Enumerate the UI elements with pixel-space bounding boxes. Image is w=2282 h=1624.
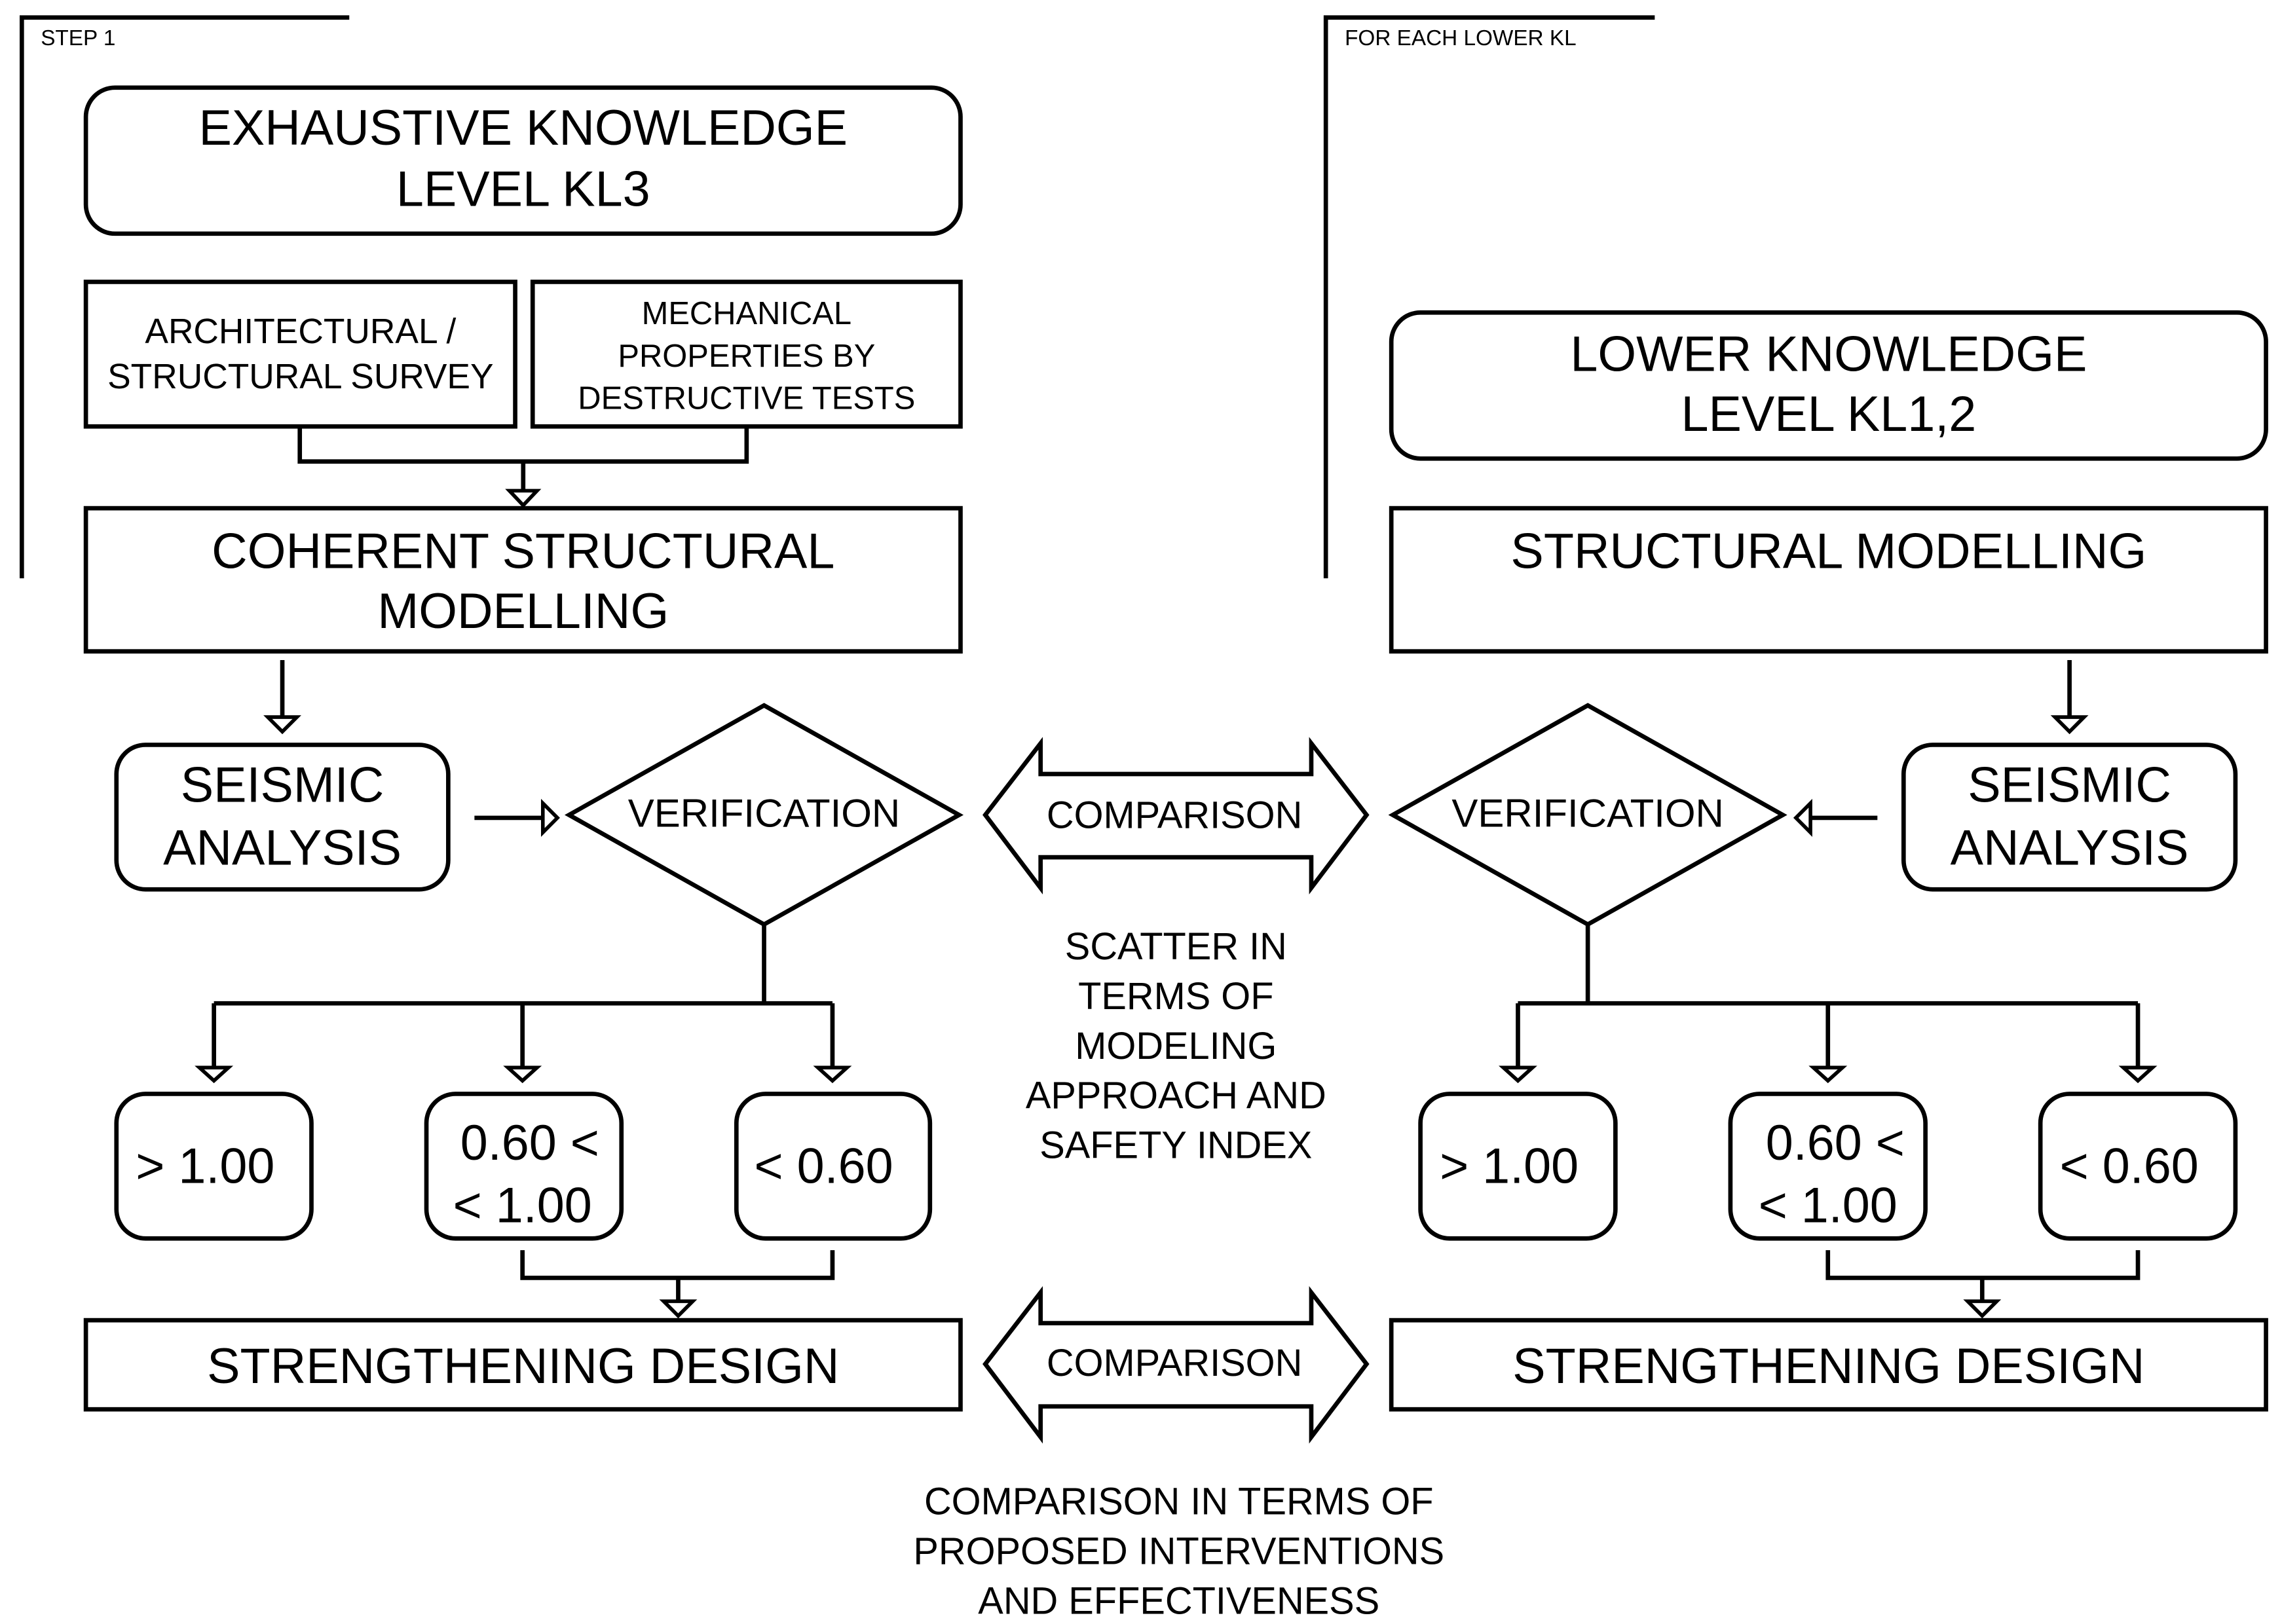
left-modelling-to-analysis-arrowhead <box>263 715 301 735</box>
left-outcomes-to-design-arrowhead <box>659 1299 698 1319</box>
left-outcome-between-line-2: < 1.00 <box>453 1178 592 1234</box>
destructive-tests-box <box>530 280 963 429</box>
left-modelling-line-2: MODELLING <box>377 583 669 639</box>
survey-tests-connector <box>297 426 749 494</box>
comparison-double-arrow-bottom <box>982 1285 1370 1444</box>
right-seismic-analysis-line-1: SEISMIC <box>1968 757 2171 813</box>
left-knowledge-level-line-2: LEVEL KL3 <box>396 161 650 217</box>
scatter-note-line-2: TERMS OF <box>1078 976 1273 1018</box>
left-branch-arrowhead-3 <box>813 1065 852 1084</box>
right-knowledge-level-line-2: LEVEL KL1,2 <box>1681 386 1977 442</box>
right-strengthening-design-label: STRENGTHENING DESIGN <box>1512 1338 2144 1394</box>
right-branch-arrowhead-3 <box>2118 1065 2158 1084</box>
left-section-bracket <box>19 15 350 579</box>
scatter-note-line-5: SAFETY INDEX <box>1039 1124 1312 1166</box>
right-outcome-below <box>2038 1092 2238 1241</box>
left-outcome-above-1-label: > 1.00 <box>136 1138 274 1194</box>
left-branch-arrowhead-1 <box>195 1065 234 1084</box>
scatter-note-line-3: MODELING <box>1075 1025 1277 1067</box>
right-strengthening-design-box <box>1389 1318 2268 1412</box>
right-verification-branches <box>1516 924 2141 1069</box>
right-outcomes-to-design-connector <box>1825 1250 2141 1303</box>
interventions-note-line-2: PROPOSED INTERVENTIONS <box>913 1530 1444 1572</box>
right-section-bracket <box>1323 15 1655 579</box>
right-column: FOR EACH LOWER KL LOWER KNOWLEDGE LEVEL … <box>1323 15 2268 1412</box>
left-seismic-analysis-line-1: SEISMIC <box>181 757 384 813</box>
right-outcome-above-1-label: > 1.00 <box>1440 1138 1579 1194</box>
right-section-label: FOR EACH LOWER KL <box>1345 26 1577 50</box>
left-outcome-below-label: < 0.60 <box>755 1138 893 1194</box>
left-branch-arrowhead-2 <box>503 1065 542 1084</box>
interventions-note-line-3: AND EFFECTIVENESS <box>978 1580 1379 1622</box>
left-verification-branches <box>212 924 835 1069</box>
right-outcome-between <box>1728 1092 1928 1241</box>
right-modelling-box <box>1389 506 2268 654</box>
right-modelling-to-analysis-arrowhead <box>2050 715 2089 735</box>
right-knowledge-level-box <box>1389 310 2268 461</box>
survey-box <box>83 280 517 429</box>
destructive-tests-line-2: PROPERTIES BY <box>618 339 875 374</box>
survey-line-2: STRUCTURAL SURVEY <box>107 358 493 396</box>
left-outcome-above-1 <box>114 1092 314 1241</box>
left-outcome-below <box>734 1092 933 1241</box>
right-branch-arrowhead-2 <box>1808 1065 1848 1084</box>
right-outcome-between-line-1: 0.60 < <box>1766 1115 1905 1171</box>
scatter-note-line-1: SCATTER IN <box>1065 926 1287 968</box>
left-outcome-between-line-1: 0.60 < <box>460 1115 599 1171</box>
right-verification-label: VERIFICATION <box>1451 791 1723 835</box>
left-strengthening-design-label: STRENGTHENING DESIGN <box>207 1338 839 1394</box>
left-knowledge-level-line-1: EXHAUSTIVE KNOWLEDGE <box>199 100 848 156</box>
left-modelling-line-1: COHERENT STRUCTURAL <box>212 523 834 579</box>
left-strengthening-design-box <box>83 1318 963 1412</box>
left-seismic-analysis-box <box>114 743 451 892</box>
right-outcome-between-line-2: < 1.00 <box>1759 1178 1898 1234</box>
left-outcome-between <box>424 1092 624 1241</box>
destructive-tests-line-1: MECHANICAL <box>642 296 851 331</box>
right-outcome-below-label: < 0.60 <box>2060 1138 2199 1194</box>
scatter-note-line-4: APPROACH AND <box>1026 1075 1326 1117</box>
right-modelling-label: STRUCTURAL MODELLING <box>1510 523 2146 579</box>
survey-line-1: ARCHITECTURAL / <box>145 312 456 351</box>
center-column: COMPARISON SCATTER IN TERMS OF MODELING … <box>913 737 1444 1622</box>
comparison-double-arrow-top <box>982 737 1370 895</box>
left-section-label: STEP 1 <box>41 26 115 50</box>
right-seismic-analysis-box <box>1901 743 2238 892</box>
comparison-bottom-label: COMPARISON <box>1047 1342 1302 1384</box>
left-modelling-box <box>83 506 963 654</box>
comparison-top-label: COMPARISON <box>1047 794 1302 836</box>
left-column: STEP 1 EXHAUSTIVE KNOWLEDGE LEVEL KL3 AR… <box>19 15 964 1412</box>
right-knowledge-level-line-1: LOWER KNOWLEDGE <box>1570 326 2087 382</box>
survey-tests-arrowhead <box>505 489 542 508</box>
left-seismic-analysis-line-2: ANALYSIS <box>163 820 402 876</box>
right-outcome-above-1 <box>1418 1092 1618 1241</box>
left-analysis-to-verification-arrowhead <box>541 798 560 837</box>
left-verification-label: VERIFICATION <box>628 791 900 835</box>
right-analysis-to-verification-arrowhead <box>1793 798 1812 837</box>
right-outcomes-to-design-arrowhead <box>1963 1299 2002 1319</box>
right-seismic-analysis-line-2: ANALYSIS <box>1951 820 2189 876</box>
right-branch-arrowhead-1 <box>1499 1065 1537 1084</box>
left-outcomes-to-design-connector <box>520 1250 835 1303</box>
destructive-tests-line-3: DESTRUCTIVE TESTS <box>578 380 915 416</box>
interventions-note-line-1: COMPARISON IN TERMS OF <box>924 1481 1434 1523</box>
left-knowledge-level-box <box>83 85 963 236</box>
